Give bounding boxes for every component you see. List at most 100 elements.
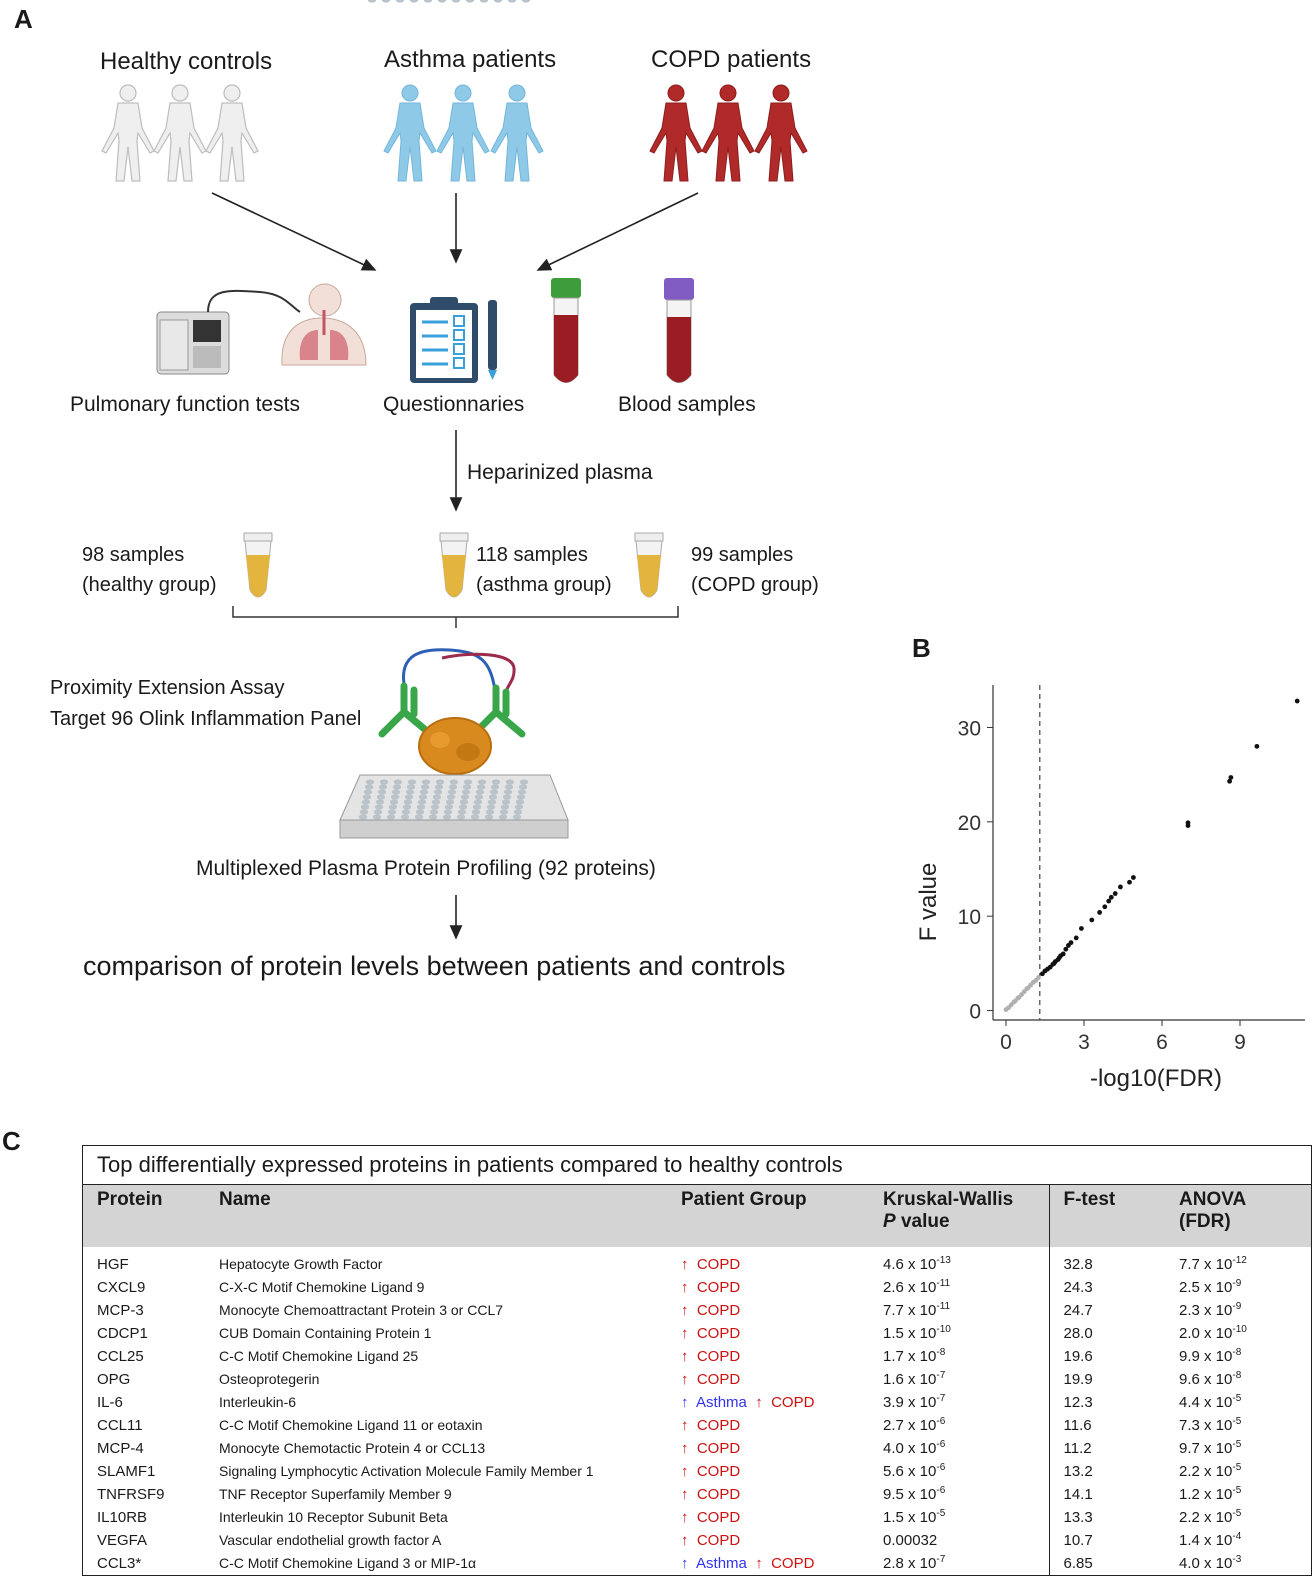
cell-name: Monocyte Chemoattractant Protein 3 or CC… [219, 1302, 504, 1318]
sample-tube-copd-icon [634, 532, 664, 598]
cell-name: CUB Domain Containing Protein 1 [219, 1325, 432, 1341]
table-row: CCL11 C-C Motif Chemokine Ligand 11 or eo… [83, 1414, 1311, 1437]
header-patient-group: Patient Group [681, 1189, 807, 1210]
sample-tube-asthma-icon [439, 532, 469, 598]
cell-protein: VEGFA [97, 1532, 148, 1549]
cell-kruskal-wallis: 0.00032 [883, 1532, 938, 1549]
cell-protein: HGF [97, 1256, 129, 1273]
sample-tube-healthy-icon [243, 532, 273, 598]
up-arrow-icon: ↑ [681, 1463, 689, 1480]
cell-f-test: 11.2 [1048, 1437, 1165, 1460]
cell-protein: CCL3* [97, 1555, 142, 1572]
cell-f-test: 10.7 [1048, 1529, 1165, 1552]
up-arrow-icon: ↑ [681, 1279, 689, 1296]
blood-tube-purple-icon [664, 278, 694, 383]
cell-kruskal-wallis: 3.9 x 10-7 [883, 1393, 946, 1412]
cell-patient-group: ↑ Asthma ↑ COPD [667, 1391, 869, 1414]
y-axis-label: F value [915, 863, 942, 942]
copd-group-label: COPD [771, 1555, 815, 1572]
cell-anova: 9.6 x 10-8 [1179, 1370, 1242, 1389]
data-point [1063, 946, 1069, 952]
cell-patient-group: ↑ COPD [667, 1247, 869, 1276]
y-tick-label: 0 [969, 1001, 981, 1024]
cell-protein: CDCP1 [97, 1325, 148, 1342]
x-tick-label: 3 [1078, 1031, 1090, 1054]
cell-f-test: 24.3 [1048, 1276, 1165, 1299]
x-tick-label: 6 [1156, 1031, 1168, 1054]
clipboard-icon [410, 297, 497, 383]
cell-patient-group: ↑ COPD [667, 1368, 869, 1391]
up-arrow-icon: ↑ [681, 1302, 689, 1319]
data-point [1118, 884, 1123, 890]
cell-protein: CXCL9 [97, 1279, 146, 1296]
cell-name: C-C Motif Chemokine Ligand 3 or MIP-1α [219, 1555, 477, 1571]
data-point [1106, 898, 1112, 904]
table-row: MCP-3 Monocyte Chemoattractant Protein 3 … [83, 1299, 1311, 1322]
cell-kruskal-wallis: 4.6 x 10-13 [883, 1255, 951, 1274]
up-arrow-icon: ↑ [755, 1394, 763, 1411]
cell-anova: 7.3 x 10-5 [1179, 1416, 1242, 1435]
header-anova: ANOVA (FDR) [1179, 1189, 1246, 1232]
y-tick-label: 20 [958, 812, 981, 835]
header-kruskal-wallis: Kruskal-Wallis P value [883, 1189, 1014, 1232]
cell-name: Interleukin-6 [219, 1394, 297, 1410]
data-point [1036, 975, 1041, 980]
protein-table: Top differentially expressed proteins in… [82, 1145, 1312, 1576]
copd-group-label: COPD [696, 1348, 741, 1365]
up-arrow-icon: ↑ [681, 1348, 689, 1365]
header-name: Name [219, 1189, 271, 1210]
cell-f-test: 11.6 [1048, 1414, 1165, 1437]
healthy-people-icon [101, 84, 259, 182]
copd-people-icon [649, 84, 808, 182]
panel-c-letter: C [2, 1126, 21, 1156]
up-arrow-icon: ↑ [681, 1509, 689, 1526]
copd-patients-label: COPD patients [651, 46, 812, 73]
table-caption: Top differentially expressed proteins in… [83, 1146, 1311, 1185]
table-header-row: Protein Name Patient Group Kruskal-Walli… [83, 1185, 1311, 1247]
cell-anova: 4.4 x 10-5 [1179, 1393, 1242, 1412]
cell-anova: 2.0 x 10-10 [1179, 1324, 1247, 1343]
cell-name: Interleukin 10 Receptor Subunit Beta [219, 1509, 448, 1525]
cell-f-test: 6.85 [1048, 1552, 1165, 1575]
cell-name: C-C Motif Chemokine Ligand 11 or eotaxin [219, 1417, 483, 1433]
cell-protein: CCL11 [97, 1417, 143, 1434]
cell-f-test: 13.3 [1048, 1506, 1165, 1529]
cell-f-test: 13.2 [1048, 1460, 1165, 1483]
header-protein: Protein [97, 1189, 163, 1210]
up-arrow-icon: ↑ [681, 1486, 689, 1503]
cell-anova: 7.7 x 10-12 [1179, 1255, 1247, 1274]
healthy-controls-label: Healthy controls [100, 48, 273, 75]
data-point [1127, 879, 1132, 885]
blood-tube-green-icon [551, 278, 581, 383]
cell-f-test: 24.7 [1048, 1299, 1165, 1322]
x-axis-label: -log10(FDR) [1090, 1065, 1222, 1092]
cell-name: Osteoprotegerin [219, 1371, 320, 1387]
data-point [1097, 910, 1102, 915]
cell-f-test: 14.1 [1048, 1483, 1165, 1506]
copd-group-label: COPD [696, 1532, 741, 1549]
cell-anova: 1.4 x 10-4 [1179, 1531, 1242, 1550]
cell-patient-group: ↑ COPD [667, 1483, 869, 1506]
copd-group-label: COPD [696, 1279, 741, 1296]
copd-group-label: COPD [696, 1440, 741, 1457]
cell-name: Monocyte Chemotactic Protein 4 or CCL13 [219, 1440, 486, 1456]
cell-patient-group: ↑ Asthma ↑ COPD [667, 1552, 869, 1575]
copd-group-label: COPD [696, 1463, 741, 1480]
asthma-group-label: Asthma [696, 1555, 747, 1572]
x-tick-label: 0 [1000, 1031, 1012, 1054]
copd-group-label: COPD [696, 1325, 741, 1342]
cell-protein: SLAMF1 [97, 1463, 156, 1480]
data-point [1254, 743, 1260, 749]
cell-name: TNF Receptor Superfamily Member 9 [219, 1486, 452, 1502]
cell-kruskal-wallis: 1.7 x 10-8 [883, 1347, 946, 1366]
x-tick-label: 9 [1234, 1031, 1246, 1054]
cell-protein: MCP-3 [97, 1302, 144, 1319]
cell-kruskal-wallis: 7.7 x 10-11 [883, 1301, 951, 1320]
data-point [1060, 951, 1066, 957]
cell-f-test: 28.0 [1048, 1322, 1165, 1345]
up-arrow-icon: ↑ [755, 1555, 763, 1572]
